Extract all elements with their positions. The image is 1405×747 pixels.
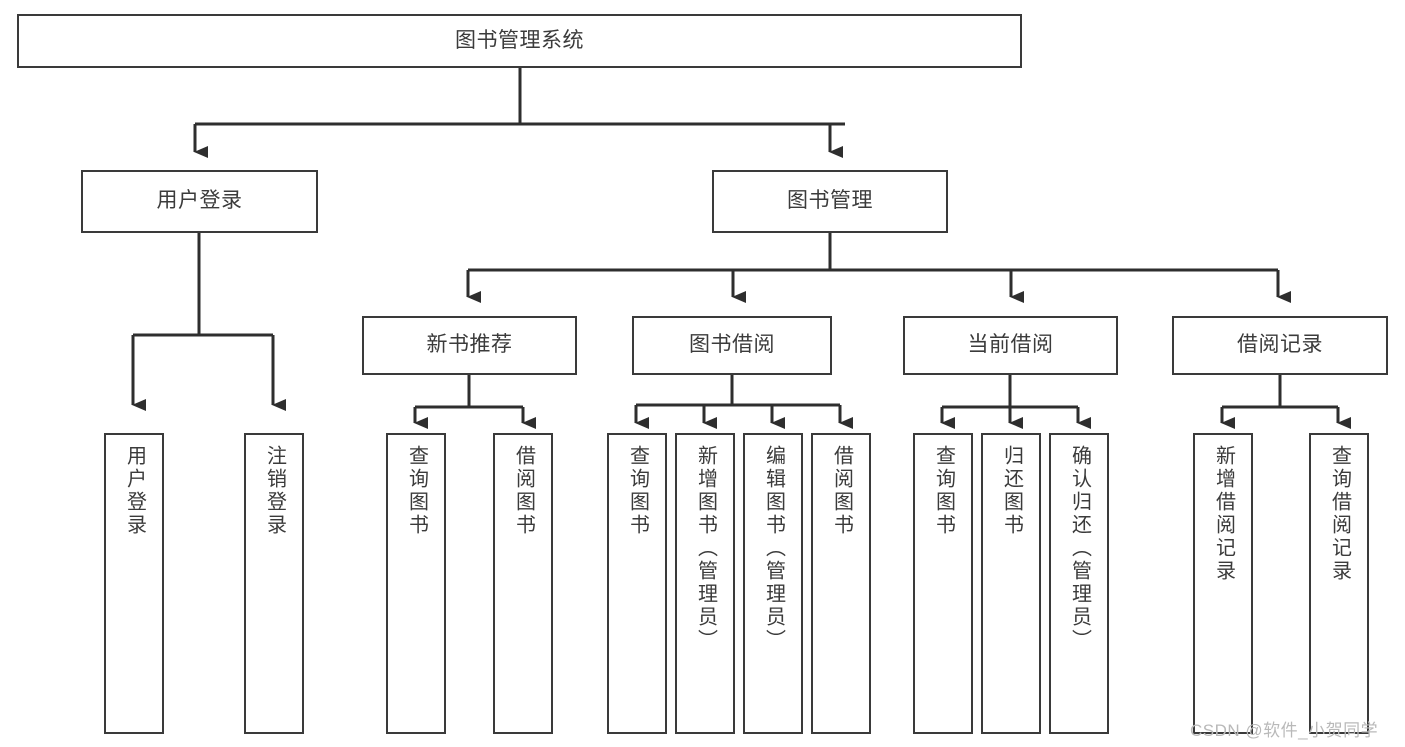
node-leaf-add-book-label: 新增图书（管理员） bbox=[694, 445, 717, 652]
node-root-label: 图书管理系统 bbox=[455, 28, 584, 52]
node-leaf-query-record[interactable]: 查询借阅记录 bbox=[1309, 433, 1369, 734]
node-leaf-query-book-1-label: 查询图书 bbox=[405, 445, 428, 537]
node-leaf-return-book[interactable]: 归还图书 bbox=[981, 433, 1041, 734]
node-leaf-add-book[interactable]: 新增图书（管理员） bbox=[675, 433, 735, 734]
node-borrow-record-label: 借阅记录 bbox=[1237, 333, 1323, 357]
node-leaf-borrow-book-1[interactable]: 借阅图书 bbox=[493, 433, 553, 734]
node-leaf-user-login[interactable]: 用户登录 bbox=[104, 433, 164, 734]
node-leaf-confirm-return[interactable]: 确认归还（管理员） bbox=[1049, 433, 1109, 734]
node-leaf-user-login-label: 用户登录 bbox=[123, 445, 146, 537]
node-book-borrow-label: 图书借阅 bbox=[689, 333, 775, 357]
node-leaf-borrow-book-2-label: 借阅图书 bbox=[830, 445, 853, 537]
node-leaf-edit-book-label: 编辑图书（管理员） bbox=[762, 445, 785, 652]
node-root[interactable]: 图书管理系统 bbox=[17, 14, 1022, 68]
node-book-management[interactable]: 图书管理 bbox=[712, 170, 948, 233]
node-current-borrow[interactable]: 当前借阅 bbox=[903, 316, 1118, 375]
node-leaf-query-book-3[interactable]: 查询图书 bbox=[913, 433, 973, 734]
node-current-borrow-label: 当前借阅 bbox=[967, 333, 1054, 357]
node-leaf-borrow-book-1-label: 借阅图书 bbox=[512, 445, 535, 537]
node-leaf-query-book-2[interactable]: 查询图书 bbox=[607, 433, 667, 734]
node-leaf-query-book-1[interactable]: 查询图书 bbox=[386, 433, 446, 734]
node-leaf-query-book-3-label: 查询图书 bbox=[932, 445, 955, 537]
node-borrow-record[interactable]: 借阅记录 bbox=[1172, 316, 1388, 375]
node-user-login-label: 用户登录 bbox=[156, 189, 243, 213]
node-leaf-confirm-return-label: 确认归还（管理员） bbox=[1068, 445, 1091, 652]
node-leaf-add-record-label: 新增借阅记录 bbox=[1212, 445, 1235, 583]
node-leaf-user-logout-label: 注销登录 bbox=[263, 445, 286, 537]
csdn-watermark: CSDN @软件_小贺同学 bbox=[1190, 721, 1379, 740]
node-new-book-recommend[interactable]: 新书推荐 bbox=[362, 316, 577, 375]
node-new-book-recommend-label: 新书推荐 bbox=[426, 333, 513, 357]
node-book-borrow[interactable]: 图书借阅 bbox=[632, 316, 832, 375]
node-leaf-borrow-book-2[interactable]: 借阅图书 bbox=[811, 433, 871, 734]
node-book-management-label: 图书管理 bbox=[787, 189, 873, 213]
node-leaf-add-record[interactable]: 新增借阅记录 bbox=[1193, 433, 1253, 734]
node-leaf-edit-book[interactable]: 编辑图书（管理员） bbox=[743, 433, 803, 734]
node-user-login[interactable]: 用户登录 bbox=[81, 170, 318, 233]
node-leaf-query-book-2-label: 查询图书 bbox=[626, 445, 649, 537]
node-leaf-user-logout[interactable]: 注销登录 bbox=[244, 433, 304, 734]
node-leaf-query-record-label: 查询借阅记录 bbox=[1328, 445, 1351, 583]
node-leaf-return-book-label: 归还图书 bbox=[1000, 445, 1023, 537]
